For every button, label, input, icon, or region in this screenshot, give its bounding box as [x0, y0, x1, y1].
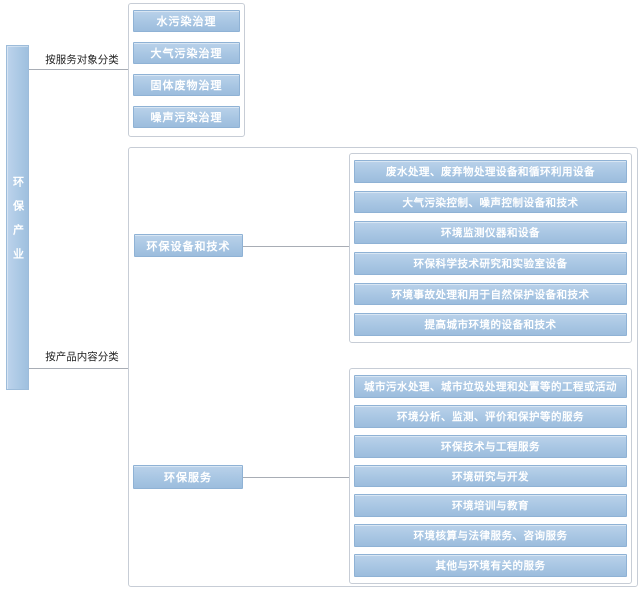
- node-accident-nature-protection-equipment: 环境事故处理和用于自然保护设备和技术: [354, 282, 627, 306]
- node-other-environment-services: 其他与环境有关的服务: [354, 554, 627, 578]
- group-node-environmental-services: 环保服务: [133, 465, 243, 489]
- connector-root-to-product-group: [29, 368, 128, 369]
- node-training-education: 环境培训与教育: [354, 494, 627, 518]
- node-research-laboratory-equipment: 环保科学技术研究和实验室设备: [354, 252, 627, 275]
- root-node-label: 环保产业: [11, 176, 24, 272]
- branch-label-by-service-object: 按服务对象分类: [45, 54, 119, 66]
- node-sewage-garbage-projects: 城市污水处理、城市垃圾处理和处置等的工程或活动: [354, 375, 627, 398]
- node-analysis-monitoring-services: 环境分析、监测、评价和保护等的服务: [354, 404, 627, 428]
- node-water-pollution: 水污染治理: [133, 10, 240, 32]
- connector-equipment-to-items: [243, 246, 349, 247]
- services-items-container: 城市污水处理、城市垃圾处理和处置等的工程或活动 环境分析、监测、评价和保护等的服…: [349, 368, 632, 584]
- node-air-pollution: 大气污染治理: [133, 42, 240, 64]
- connector-services-to-items: [243, 477, 349, 478]
- node-monitoring-instruments: 环境监测仪器和设备: [354, 221, 627, 245]
- node-air-noise-control-equipment: 大气污染控制、噪声控制设备和技术: [354, 190, 627, 214]
- branch-label-by-product-content: 按产品内容分类: [45, 351, 119, 363]
- node-accounting-legal-consulting: 环境核算与法律服务、咨询服务: [354, 524, 627, 548]
- node-urban-environment-equipment: 提高城市环境的设备和技术: [354, 313, 627, 337]
- node-wastewater-recycling-equipment: 废水处理、废弃物处理设备和循环利用设备: [354, 160, 627, 183]
- equipment-items-container: 废水处理、废弃物处理设备和循环利用设备 大气污染控制、噪声控制设备和技术 环境监…: [349, 153, 632, 343]
- node-solid-waste: 固体废物治理: [133, 74, 240, 96]
- node-noise-pollution: 噪声污染治理: [133, 106, 240, 128]
- service-object-group-container: 水污染治理 大气污染治理 固体废物治理 噪声污染治理: [128, 3, 245, 137]
- node-technology-engineering-services: 环保技术与工程服务: [354, 434, 627, 458]
- node-research-development: 环境研究与开发: [354, 464, 627, 488]
- connector-root-to-service-group: [29, 69, 128, 70]
- root-node-environmental-industry: 环保产业: [6, 45, 29, 390]
- group-node-equipment-technology: 环保设备和技术: [134, 234, 243, 257]
